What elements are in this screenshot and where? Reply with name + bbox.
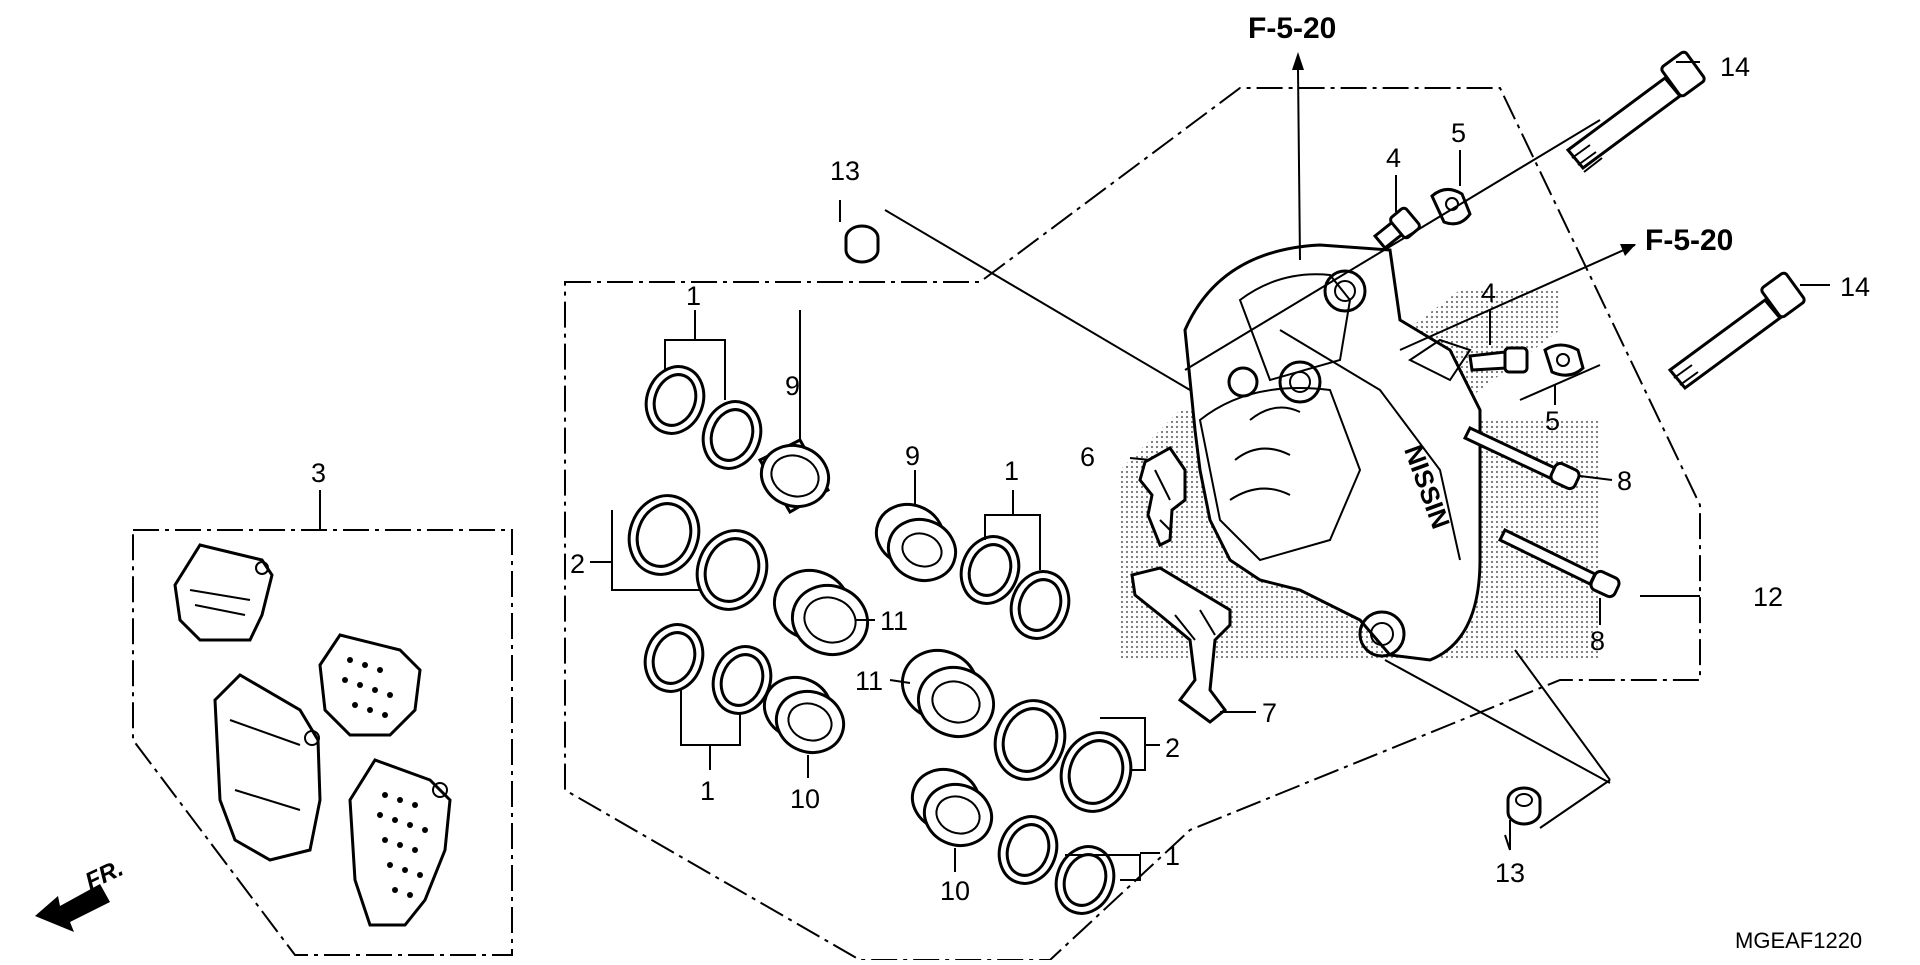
callout-10-left: 10 (790, 784, 820, 814)
callout-12: 12 (1753, 582, 1783, 612)
mounting-bolt-lower (1667, 271, 1806, 391)
callout-4-upper: 4 (1386, 143, 1401, 173)
callout-4-lower: 4 (1481, 278, 1496, 308)
mounting-bolt-upper (1565, 50, 1706, 173)
callout-11-left: 11 (880, 606, 908, 636)
piston-10-right (910, 768, 994, 847)
callout-5-lower: 5 (1545, 406, 1560, 436)
callout-2-left: 2 (570, 549, 585, 579)
diagram-code: MGEAF1220 (1735, 928, 1862, 953)
callout-9-left: 9 (785, 371, 800, 401)
piston-11-right (900, 649, 996, 738)
callout-11-right: 11 (855, 666, 883, 696)
callout-14-upper: 14 (1720, 52, 1750, 82)
callout-1-a: 1 (686, 281, 701, 311)
callout-14-lower: 14 (1840, 272, 1870, 302)
collar-lower (1506, 786, 1542, 826)
callout-8-lower: 8 (1590, 626, 1605, 656)
leader-lines (319, 61, 1830, 881)
reference-label-right: F-5-20 (1645, 224, 1733, 257)
collar-upper (844, 224, 880, 264)
piston-11-left (772, 569, 870, 656)
pistons (757, 438, 996, 847)
callout-13-lower: 13 (1495, 858, 1525, 888)
piston-seals (627, 365, 1133, 915)
callout-10-right: 10 (940, 876, 970, 906)
pad-pin-lower (1497, 527, 1621, 599)
bleeder-cap-lower (1543, 343, 1585, 377)
piston-9-left (757, 438, 831, 515)
pad-retainer (1130, 566, 1232, 724)
pad-pin-upper (1462, 426, 1581, 491)
reference-label-top: F-5-20 (1248, 12, 1336, 45)
callout-1-d: 1 (1165, 841, 1180, 871)
caliper-body: NISSIN (1183, 243, 1482, 662)
piston-10-left (762, 676, 846, 754)
reference-arrows (1292, 52, 1636, 256)
callout-6: 6 (1080, 442, 1095, 472)
pad-set-boundary (132, 529, 513, 956)
callout-3: 3 (311, 458, 326, 488)
brake-pads (173, 543, 452, 927)
front-direction-arrow: FR. (35, 855, 128, 932)
callout-8-upper: 8 (1617, 466, 1632, 496)
piston-9-right (874, 503, 958, 582)
callout-7: 7 (1262, 698, 1277, 728)
callout-13-upper: 13 (830, 156, 860, 186)
caliper-assembly-boundary (564, 87, 1701, 961)
callout-labels: 14 14 4 5 4 5 8 8 12 13 13 6 7 1 2 1 1 2… (311, 52, 1870, 906)
callout-1-c: 1 (1004, 456, 1019, 486)
callout-2-right: 2 (1165, 733, 1180, 763)
pad-spring (1138, 446, 1187, 548)
bleeder-screw-lower (1468, 346, 1529, 374)
callout-1-b: 1 (700, 776, 715, 806)
callout-5-upper: 5 (1451, 118, 1466, 148)
front-direction-label: FR. (81, 855, 127, 896)
callout-9-right: 9 (905, 441, 920, 471)
